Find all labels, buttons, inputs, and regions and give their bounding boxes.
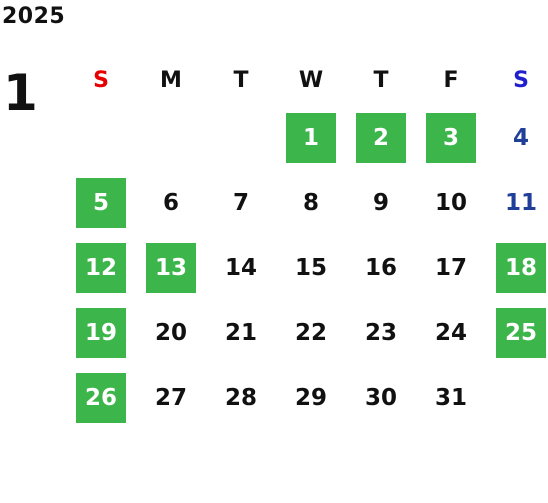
week-row: 19 20 21 22 23 24 25 — [66, 300, 548, 365]
day-cell: 16 — [346, 235, 416, 300]
day-cell: 22 — [276, 300, 346, 365]
day-cell: 9 — [346, 170, 416, 235]
day-cell: 27 — [136, 365, 206, 430]
day-cell — [136, 105, 206, 170]
weekday-thursday: T — [373, 67, 389, 93]
week-row: 5 6 7 8 9 10 11 — [66, 170, 548, 235]
highlighted-day[interactable]: 2 — [356, 112, 406, 163]
day-cell: 21 — [206, 300, 276, 365]
calendar-day[interactable]: 14 — [224, 254, 257, 281]
day-cell — [206, 105, 276, 170]
calendar-day[interactable]: 22 — [294, 319, 327, 346]
calendar-day[interactable]: 24 — [434, 319, 467, 346]
calendar-year: 2025 — [2, 4, 66, 29]
week-row: 12 13 14 15 16 17 18 — [66, 235, 548, 300]
weekday-saturday: S — [513, 67, 529, 93]
day-cell: 20 — [136, 300, 206, 365]
day-cell: 17 — [416, 235, 486, 300]
day-cell: 19 — [66, 300, 136, 365]
calendar-day[interactable]: 16 — [364, 254, 397, 281]
day-cell: 2 — [346, 105, 416, 170]
day-cell: 29 — [276, 365, 346, 430]
highlighted-day[interactable]: 3 — [426, 112, 476, 163]
day-cell: 23 — [346, 300, 416, 365]
calendar-day[interactable]: 20 — [154, 319, 187, 346]
highlighted-day[interactable]: 19 — [76, 307, 126, 358]
day-cell: 10 — [416, 170, 486, 235]
highlighted-day[interactable]: 25 — [496, 307, 546, 358]
calendar-day[interactable]: 21 — [224, 319, 257, 346]
calendar-day[interactable]: 29 — [294, 384, 327, 411]
weekday-friday: F — [443, 67, 459, 93]
day-cell: 14 — [206, 235, 276, 300]
calendar-day[interactable]: 30 — [364, 384, 397, 411]
highlighted-day[interactable]: 12 — [76, 242, 126, 293]
weekday-header-row: S M T W T F S — [66, 55, 548, 105]
calendar-day[interactable]: 6 — [162, 189, 179, 216]
day-cell: 18 — [486, 235, 548, 300]
calendar-day[interactable]: 11 — [504, 189, 537, 216]
highlighted-day[interactable]: 13 — [146, 242, 196, 293]
day-cell: 1 — [276, 105, 346, 170]
week-row: 26 27 28 29 30 31 — [66, 365, 548, 430]
calendar-day[interactable]: 10 — [434, 189, 467, 216]
day-cell: 25 — [486, 300, 548, 365]
day-cell: 31 — [416, 365, 486, 430]
calendar-day[interactable]: 15 — [294, 254, 327, 281]
calendar-day[interactable]: 4 — [512, 124, 529, 151]
calendar-day[interactable]: 27 — [154, 384, 187, 411]
day-cell: 3 — [416, 105, 486, 170]
weekday-sunday: S — [93, 67, 109, 93]
highlighted-day[interactable]: 1 — [286, 112, 336, 163]
day-cell: 24 — [416, 300, 486, 365]
day-cell: 8 — [276, 170, 346, 235]
day-cell: 15 — [276, 235, 346, 300]
day-cell: 13 — [136, 235, 206, 300]
calendar-day[interactable]: 17 — [434, 254, 467, 281]
day-cell: 4 — [486, 105, 548, 170]
calendar-month: 1 — [3, 64, 38, 122]
day-cell: 6 — [136, 170, 206, 235]
day-cell: 30 — [346, 365, 416, 430]
day-cell: 12 — [66, 235, 136, 300]
day-cell — [486, 365, 548, 430]
calendar-day[interactable]: 28 — [224, 384, 257, 411]
day-cell: 28 — [206, 365, 276, 430]
calendar-day[interactable]: 7 — [232, 189, 249, 216]
day-cell: 26 — [66, 365, 136, 430]
highlighted-day[interactable]: 5 — [76, 177, 126, 228]
highlighted-day[interactable]: 18 — [496, 242, 546, 293]
day-cell: 7 — [206, 170, 276, 235]
weekday-monday: M — [160, 67, 182, 93]
calendar-day[interactable]: 23 — [364, 319, 397, 346]
calendar-day[interactable]: 9 — [372, 189, 389, 216]
weekday-tuesday: T — [233, 67, 249, 93]
day-cell: 11 — [486, 170, 548, 235]
highlighted-day[interactable]: 26 — [76, 372, 126, 423]
day-cell — [66, 105, 136, 170]
day-cell: 5 — [66, 170, 136, 235]
calendar-day[interactable]: 8 — [302, 189, 319, 216]
weekday-wednesday: W — [298, 67, 324, 93]
calendar-day[interactable]: 31 — [434, 384, 467, 411]
